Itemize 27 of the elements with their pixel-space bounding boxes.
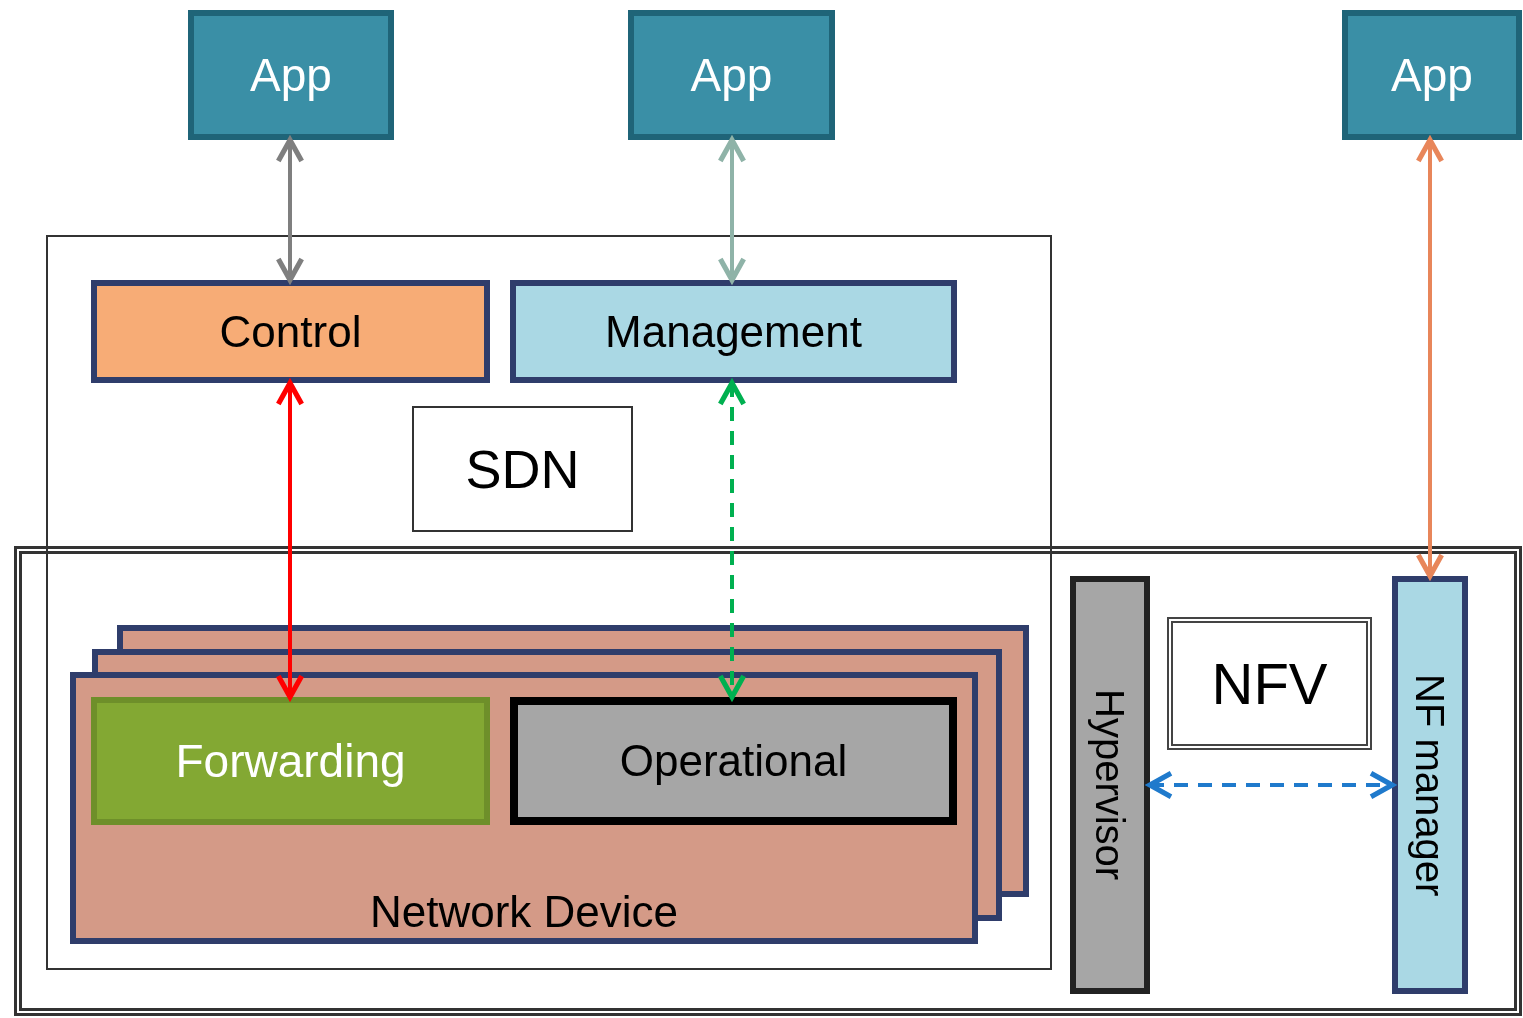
operational-box: [510, 697, 957, 825]
double-arrow: [717, 380, 747, 700]
box-label: NFV: [1211, 654, 1328, 713]
sdn-region: [46, 235, 1052, 970]
network-device-card: [70, 672, 978, 944]
nfv-label-box: [1167, 617, 1372, 750]
double-arrow: [275, 137, 305, 283]
sdn-label-box: [412, 406, 633, 532]
box-label: Operational: [619, 739, 848, 783]
control-box: [91, 280, 490, 383]
app-box: [628, 10, 835, 140]
double-arrow: [275, 380, 305, 700]
box-label: Network Device: [369, 890, 679, 934]
nf-manager-bar: [1392, 576, 1468, 994]
forwarding-box: [91, 697, 490, 825]
double-arrow: [1415, 137, 1445, 579]
box-label: Control: [219, 309, 362, 354]
box-label: Hypervisor: [1090, 689, 1130, 881]
management-box: [510, 280, 957, 383]
box-label: SDN: [465, 442, 580, 496]
double-arrow: [1147, 770, 1395, 800]
app-box: [1342, 10, 1522, 140]
box-label: Management: [605, 309, 862, 354]
app-box: [188, 10, 394, 140]
hypervisor-bar: [1070, 576, 1150, 994]
box-label: NF manager: [1410, 673, 1450, 897]
double-arrow: [717, 137, 747, 283]
